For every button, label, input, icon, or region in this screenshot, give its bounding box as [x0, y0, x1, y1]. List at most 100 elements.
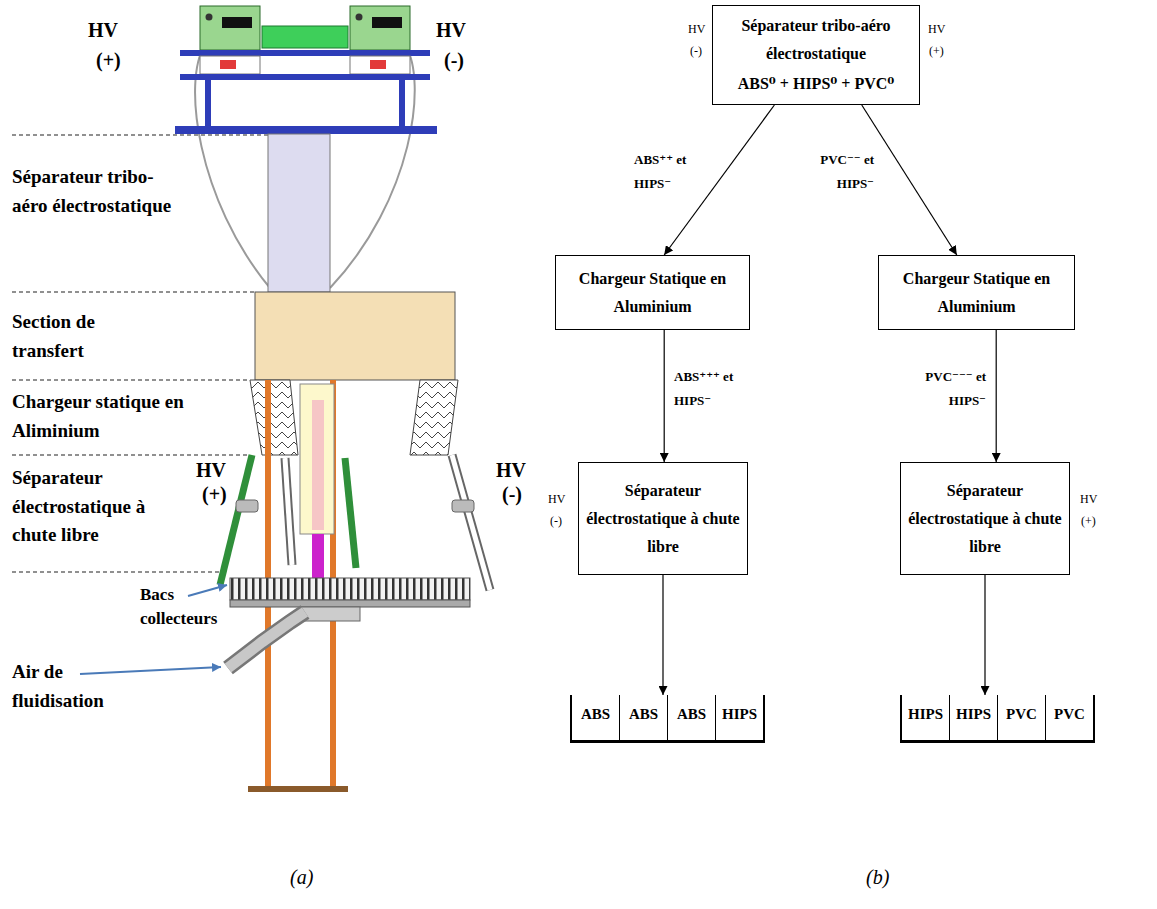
polarity-sign: (+)	[96, 48, 121, 72]
part-label: Air de fluidisation	[12, 658, 142, 715]
hv-connector	[236, 500, 258, 512]
charger-wall	[250, 380, 298, 455]
process-box: Chargeur Statique en Aluminium	[555, 255, 750, 330]
process-box: Séparateur tribo-aéro électrostatiqueABS…	[712, 5, 920, 105]
box-text: Chargeur Statique en Aluminium	[885, 265, 1068, 321]
electrode-terminal	[220, 60, 236, 69]
bin-cell: ABS	[572, 695, 620, 740]
air-pipe	[228, 612, 305, 668]
flow-arrow	[984, 575, 985, 695]
edge-label: PVC⁻⁻ et HIPS⁻	[806, 148, 876, 196]
charger-wall	[410, 380, 458, 455]
supply-display	[222, 17, 252, 28]
supply-knob	[206, 14, 213, 21]
leader-arrow	[188, 585, 227, 596]
fan-unit	[262, 26, 348, 48]
collector-bin: HIPSHIPSPVCPVC	[900, 695, 1095, 743]
polarity-sign: (-)	[444, 48, 464, 72]
leader-arrow	[80, 667, 221, 674]
hv-label: HV	[436, 18, 466, 42]
stand-base	[248, 786, 348, 792]
box-text: Séparateur tribo-aéro électrostatique	[719, 12, 913, 68]
collector-bins	[230, 578, 470, 600]
edge-label: ABS⁺⁺ et HIPS⁻	[632, 148, 702, 196]
hv-label: HV	[548, 492, 565, 506]
hv-supply	[350, 6, 410, 50]
section-dividers	[12, 135, 268, 572]
box-text: Séparateur électrostatique à chute libre	[907, 477, 1063, 561]
hv-connector	[452, 500, 474, 512]
flow-arrow	[662, 575, 663, 695]
frame-post	[399, 80, 405, 126]
supply-knob	[356, 14, 363, 21]
bin-cell: ABS	[668, 695, 716, 740]
electrode-plate-face	[285, 458, 292, 565]
frame-post	[205, 80, 211, 126]
bin-cell: HIPS	[950, 695, 998, 740]
supply-display	[372, 17, 402, 28]
inner-column	[300, 384, 334, 534]
bin-tray	[230, 600, 470, 607]
polarity-sign: (-)	[690, 44, 702, 58]
polarity-sign: (-)	[502, 482, 522, 506]
electrode-plate	[345, 458, 356, 568]
inner-tube	[312, 400, 324, 530]
frame-bar	[180, 50, 430, 56]
polarity-sign: (+)	[202, 482, 227, 506]
box-text: Séparateur électrostatique à chute libre	[585, 477, 741, 561]
box-text: Chargeur Statique en Aluminium	[562, 265, 743, 321]
subfigure-label: (a)	[290, 865, 313, 889]
flow-arrow	[862, 105, 957, 255]
electrode-holder	[200, 56, 260, 74]
tribo-column	[268, 134, 330, 292]
electrode-plate	[285, 458, 292, 565]
section-label: Section de transfert	[12, 308, 162, 365]
section-label: Séparateur tribo-aéro électrostatique	[12, 163, 187, 220]
section-divider	[12, 454, 250, 455]
hv-label: HV	[196, 458, 226, 482]
edge-label: PVC⁻⁻⁻ et HIPS⁻	[918, 365, 988, 413]
part-label: Bacs collecteurs	[140, 583, 240, 631]
bin-cell: ABS	[620, 695, 668, 740]
polarity-sign: (+)	[929, 44, 944, 58]
hv-cable	[195, 45, 270, 288]
hv-label: HV	[1080, 492, 1097, 506]
hv-label: HV	[88, 18, 118, 42]
polarity-sign: (+)	[1081, 514, 1096, 528]
process-box: Séparateur électrostatique à chute libre	[578, 462, 748, 575]
collector-bin: ABSABSABSHIPS	[570, 695, 765, 743]
electrode-plate	[452, 455, 490, 590]
hv-label: HV	[928, 22, 945, 36]
bin-cell: HIPS	[902, 695, 950, 740]
section-divider	[12, 134, 268, 135]
base-plate	[175, 126, 437, 134]
subfigure-label: (b)	[866, 865, 889, 889]
edge-label: ABS⁺⁺⁺ et HIPS⁻	[672, 365, 742, 413]
bin-cell: PVC	[1046, 695, 1093, 740]
hv-label: HV	[688, 22, 705, 36]
section-divider	[12, 291, 255, 292]
section-label: Séparateur électrostatique à chute libre	[12, 464, 167, 550]
electrode-plate-face	[452, 455, 490, 590]
section-divider	[12, 379, 250, 380]
polarity-sign: (-)	[550, 514, 562, 528]
transfer-section	[255, 292, 455, 380]
process-box: Séparateur électrostatique à chute libre	[900, 462, 1070, 575]
frame-bar	[180, 74, 430, 80]
flow-arrow	[664, 330, 665, 462]
hv-cable	[330, 45, 415, 288]
bin-cell: PVC	[998, 695, 1046, 740]
electrode-terminal	[370, 60, 386, 69]
hv-label: HV	[496, 458, 526, 482]
electrode-holder	[350, 56, 410, 74]
bin-cell: HIPS	[716, 695, 763, 740]
flow-arrow	[996, 330, 997, 462]
section-label: Chargeur statique en Aliminium	[12, 388, 192, 445]
process-box: Chargeur Statique en Aluminium	[878, 255, 1075, 330]
air-pipe-face	[228, 612, 305, 668]
hv-supply	[200, 6, 260, 50]
section-divider	[12, 571, 222, 572]
